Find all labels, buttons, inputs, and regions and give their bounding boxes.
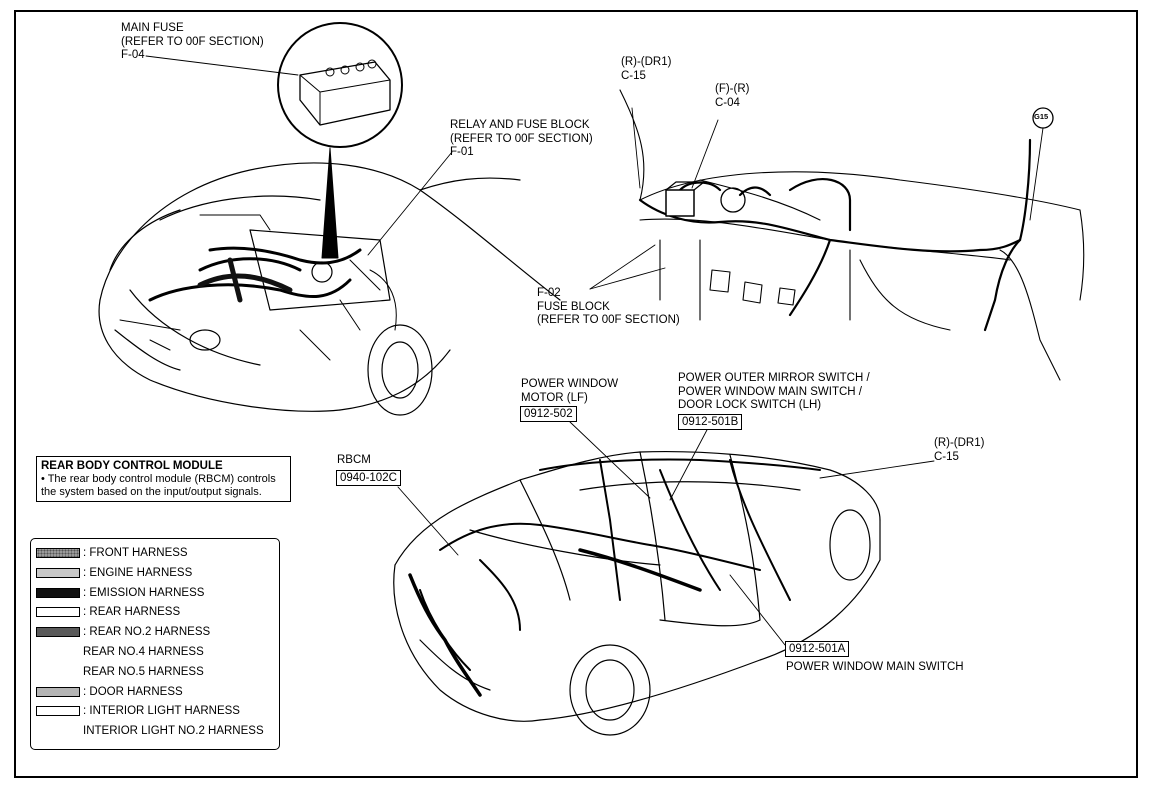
interior-harness xyxy=(638,138,1032,332)
legend-swatch xyxy=(36,647,80,657)
legend-label: : INTERIOR LIGHT HARNESS xyxy=(83,705,240,718)
g15-label: G15 xyxy=(1034,112,1049,121)
legend-swatch xyxy=(36,587,80,598)
legend-item: : DOOR HARNESS xyxy=(36,684,183,700)
legend-item: : EMISSION HARNESS xyxy=(36,585,204,601)
legend-swatch xyxy=(36,567,80,578)
legend-label: : EMISSION HARNESS xyxy=(83,586,205,599)
legend-label: REAR NO.5 HARNESS xyxy=(83,665,204,678)
legend-label: : DOOR HARNESS xyxy=(83,685,183,698)
legend-item: : ENGINE HARNESS xyxy=(36,565,192,581)
rbcm-info-box: REAR BODY CONTROL MODULE • The rear body… xyxy=(36,456,291,502)
legend-swatch xyxy=(36,627,80,638)
r-dr1-c15-top-label: (R)-(DR1)C-15 xyxy=(621,56,672,82)
harness-legend: : FRONT HARNESS : ENGINE HARNESS : EMISSIO… xyxy=(30,538,280,750)
r-dr1-c15-bottom-label: (R)-(DR1)C-15 xyxy=(934,437,985,463)
legend-label: INTERIOR LIGHT NO.2 HARNESS xyxy=(83,725,264,738)
main-fuse-label: MAIN FUSE(REFER TO 00F SECTION)F-04 xyxy=(121,22,264,61)
legend-item: : FRONT HARNESS xyxy=(36,545,188,561)
power-window-motor-code: 0912-502 xyxy=(520,406,577,422)
legend-swatch xyxy=(36,726,80,736)
legend-label: : REAR HARNESS xyxy=(83,606,181,619)
rear-car-drawing xyxy=(393,450,881,736)
legend-swatch xyxy=(36,686,80,697)
rbcm-info-line-2: the system based on the input/output sig… xyxy=(41,486,262,498)
f-r-c04-label: (F)-(R)C-04 xyxy=(715,83,750,109)
legend-item: REAR NO.5 HARNESS xyxy=(36,664,204,680)
legend-swatch xyxy=(36,607,80,618)
relay-fuse-block-label: RELAY AND FUSE BLOCK(REFER TO 00F SECTIO… xyxy=(450,119,593,158)
power-outer-mirror-switch-code: 0912-501B xyxy=(678,414,743,430)
front-harness-bundle xyxy=(148,246,362,302)
legend-label: : REAR NO.2 HARNESS xyxy=(83,626,211,639)
legend-swatch xyxy=(36,706,80,717)
power-window-main-switch-label: POWER WINDOW MAIN SWITCH xyxy=(786,661,964,673)
power-window-main-switch-code: 0912-501A xyxy=(785,641,850,657)
interior-drawing xyxy=(619,89,1085,381)
power-outer-mirror-switch-label: POWER OUTER MIRROR SWITCH /POWER WINDOW … xyxy=(678,372,870,411)
legend-label: : FRONT HARNESS xyxy=(83,547,188,559)
legend-label: : ENGINE HARNESS xyxy=(83,566,193,579)
legend-label: REAR NO.4 HARNESS xyxy=(83,646,204,658)
legend-item: : REAR NO.2 HARNESS xyxy=(36,624,210,640)
legend-item: INTERIOR LIGHT NO.2 HARNESS xyxy=(36,723,264,739)
legend-item: : REAR HARNESS xyxy=(36,604,180,620)
main-fuse-magnifier xyxy=(277,22,403,148)
legend-item: REAR NO.4 HARNESS xyxy=(36,644,204,660)
rbcm-code: 0940-102C xyxy=(336,470,401,486)
rbcm-info-line-1: • The rear body control module (RBCM) co… xyxy=(41,473,276,485)
rbcm-info-title: REAR BODY CONTROL MODULE xyxy=(41,460,223,472)
diagram-frame xyxy=(14,10,1138,778)
legend-item: : INTERIOR LIGHT HARNESS xyxy=(36,703,240,719)
rbcm-label: RBCM xyxy=(337,454,371,466)
legend-swatch xyxy=(36,547,80,558)
rear-harness xyxy=(419,458,821,671)
legend-swatch xyxy=(36,667,80,677)
